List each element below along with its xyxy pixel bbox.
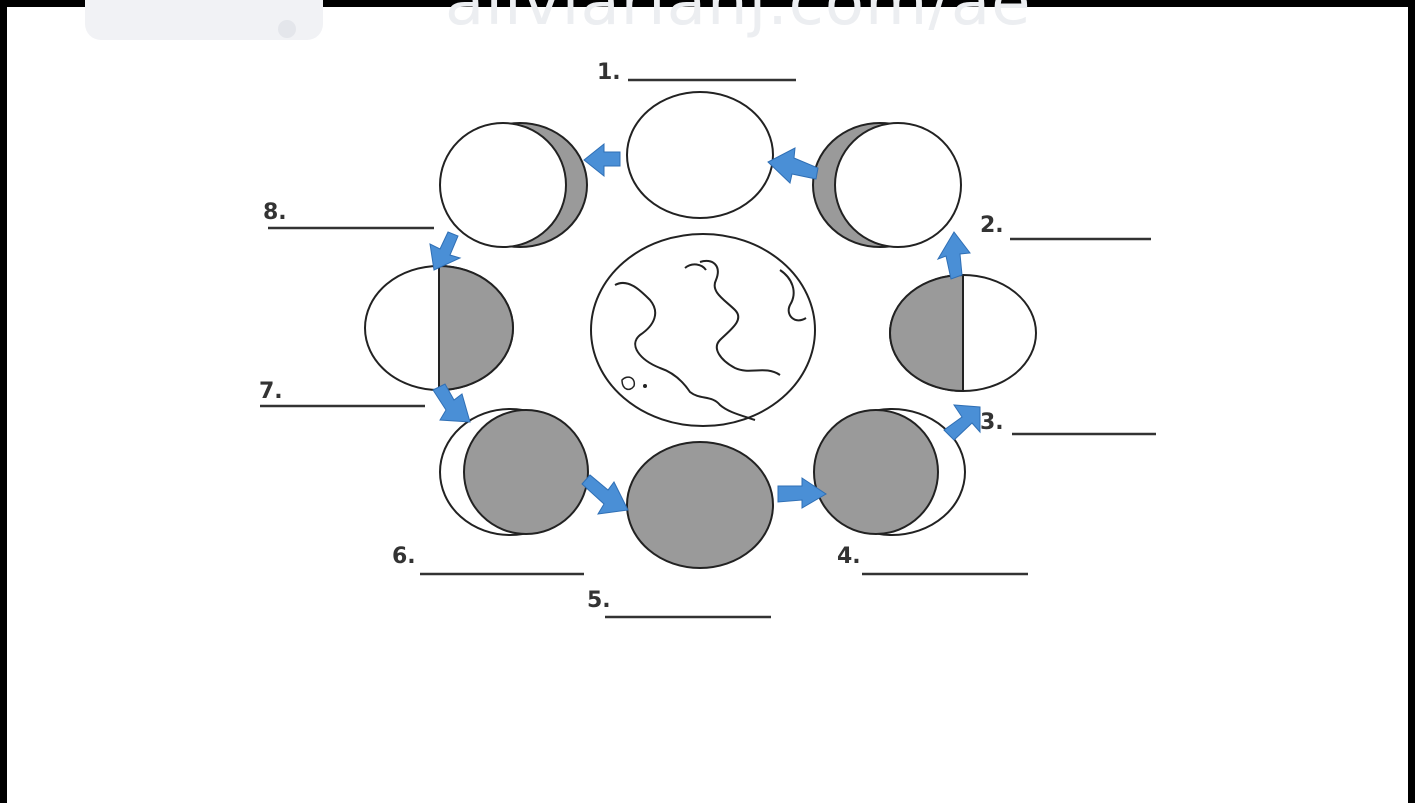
arrow-8-to-7 (429, 231, 462, 271)
moon-phase-8 (439, 122, 588, 248)
watermark-text: aliviarianj.com/ae (445, 0, 1032, 40)
label-3: 3. (980, 410, 1156, 436)
label-1: 1. (597, 60, 796, 85)
arrow-2-to-1 (767, 147, 819, 184)
arrow-3-to-2 (936, 231, 971, 280)
label-7-number: 7. (259, 379, 283, 404)
moon-phase-1 (626, 91, 774, 219)
arrow-5-to-4 (777, 477, 827, 509)
label-8-number: 8. (263, 200, 287, 225)
label-4-number: 4. (837, 544, 861, 569)
moon-phase-5 (626, 441, 774, 569)
moon-phase-2 (812, 122, 962, 248)
label-7: 7. (259, 379, 425, 408)
moon-phase-4 (813, 408, 966, 536)
moon-phase-6 (439, 408, 589, 536)
arrow-7-to-6 (432, 383, 471, 423)
label-4: 4. (837, 544, 1028, 576)
label-5-number: 5. (587, 588, 611, 613)
arrow-1-to-8 (583, 142, 621, 178)
earth (590, 233, 816, 427)
moon-phase-7 (364, 264, 514, 392)
arrow-6-to-5 (581, 474, 629, 515)
arrow-4-to-3 (943, 404, 981, 441)
logo-dot-icon (278, 20, 296, 38)
label-6: 6. (392, 544, 584, 576)
moon-phase-3 (889, 273, 1037, 393)
label-3-number: 3. (980, 410, 1004, 435)
logo-watermark (85, 0, 323, 40)
label-6-number: 6. (392, 544, 416, 569)
label-5: 5. (587, 588, 771, 619)
label-2: 2. (980, 213, 1151, 241)
label-8: 8. (263, 200, 434, 230)
label-2-number: 2. (980, 213, 1004, 238)
label-1-number: 1. (597, 60, 621, 85)
